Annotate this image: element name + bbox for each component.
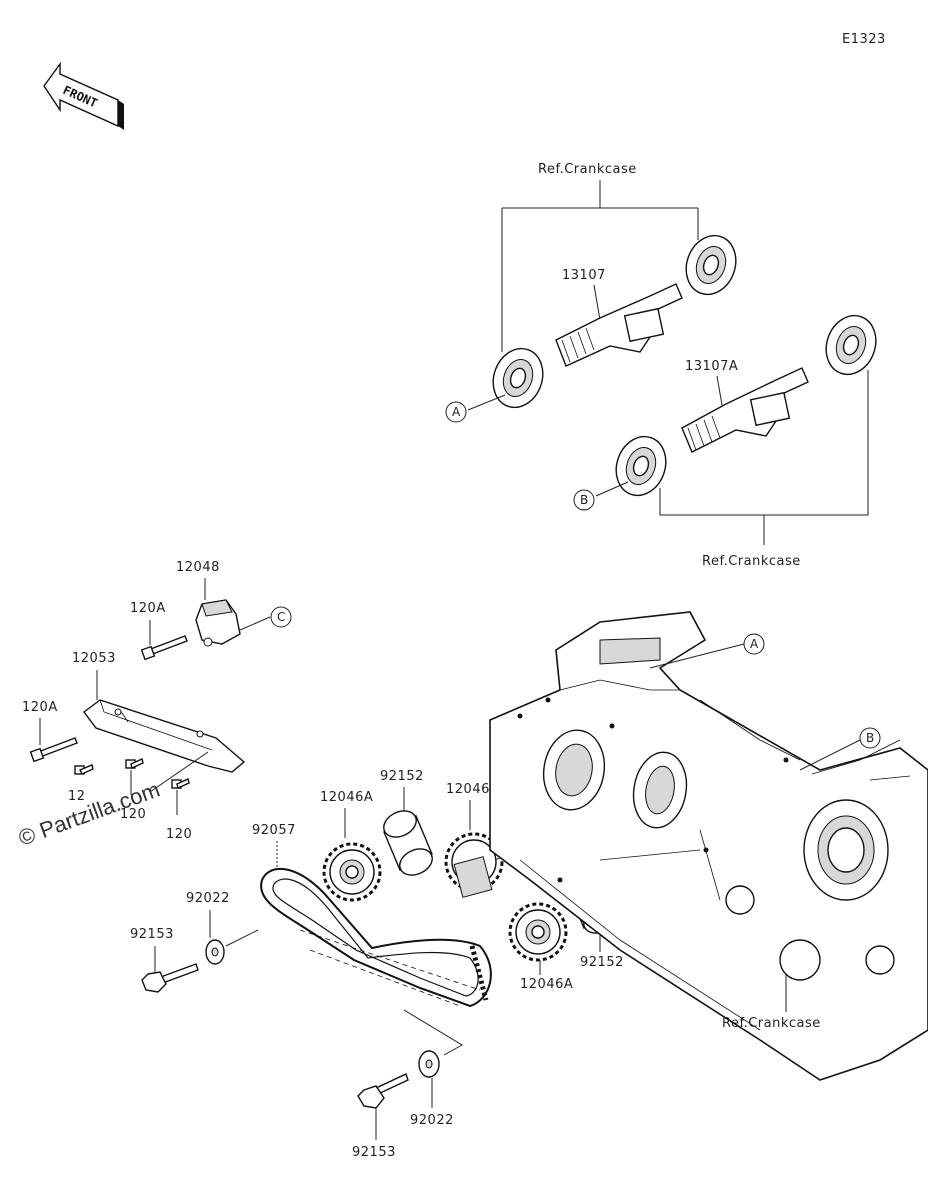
bearing-right-lower (825, 314, 877, 376)
label-120-a: 120 (120, 807, 146, 822)
front-arrow-icon: FRONT (43, 61, 124, 130)
callout-a-left: A (445, 401, 467, 423)
label-120-b: 120 (166, 827, 192, 842)
svg-text:A: A (452, 405, 461, 419)
label-92152-bottom: 92152 (580, 955, 624, 970)
bolt-92153-left (141, 963, 199, 993)
washer-92022-left (205, 939, 225, 965)
label-12046a-left: 12046A (320, 790, 373, 805)
label-12046: 12046 (446, 782, 490, 797)
bolt-120a-left (29, 737, 78, 763)
bolt-120-small-c (171, 778, 190, 789)
ref-crankcase-mid: Ref.Crankcase (702, 554, 801, 569)
ref-crankcase-bottom: Ref.Crankcase (722, 1016, 821, 1031)
label-120a-left: 120A (22, 700, 58, 715)
svg-text:B: B (580, 493, 588, 507)
bearing-b (615, 435, 667, 497)
label-92152-top: 92152 (380, 769, 424, 784)
label-92057: 92057 (252, 823, 296, 838)
tensioner-12048 (195, 599, 241, 647)
label-92153-left: 92153 (130, 927, 174, 942)
label-12046a-bottom: 12046A (520, 977, 573, 992)
shaft-13107 (555, 283, 683, 367)
ref-crankcase-top: Ref.Crankcase (538, 162, 637, 177)
label-12053: 12053 (72, 651, 116, 666)
bolt-92153-bottom (357, 1073, 409, 1109)
label-92022-left: 92022 (186, 891, 230, 906)
chain-92057 (260, 867, 492, 1008)
svg-text:A: A (750, 637, 759, 651)
svg-text:B: B (866, 731, 874, 745)
crankcase (489, 611, 928, 1081)
callout-a-case: A (743, 633, 765, 655)
label-120-partial: 12 (68, 789, 86, 804)
label-12048: 12048 (176, 560, 220, 575)
sprocket-12046a-left (322, 842, 382, 902)
bearing-a-left (492, 347, 544, 409)
bearing-top-right (685, 234, 737, 296)
label-92153-bottom: 92153 (352, 1145, 396, 1160)
shaft-13107a (681, 367, 809, 453)
label-120a-top: 120A (130, 601, 166, 616)
sprocket-12046a-bottom (508, 902, 568, 962)
callout-c-top: C (270, 606, 292, 628)
callout-b-case: B (859, 727, 881, 749)
bolt-120-small-a (74, 764, 94, 775)
svg-text:C: C (277, 610, 285, 624)
washer-92022-bottom (418, 1050, 440, 1078)
callout-b-left: B (573, 489, 595, 511)
chain-guide-12053 (83, 699, 246, 773)
label-13107: 13107 (562, 268, 606, 283)
label-13107a: 13107A (685, 359, 738, 374)
sprocket-12046 (444, 832, 504, 898)
spacer-92152-top (383, 810, 433, 876)
label-92022-bottom: 92022 (410, 1113, 454, 1128)
bolt-120a-top (140, 635, 188, 661)
diagram-code: E1323 (842, 32, 886, 47)
bolt-120-small-b (125, 758, 144, 769)
